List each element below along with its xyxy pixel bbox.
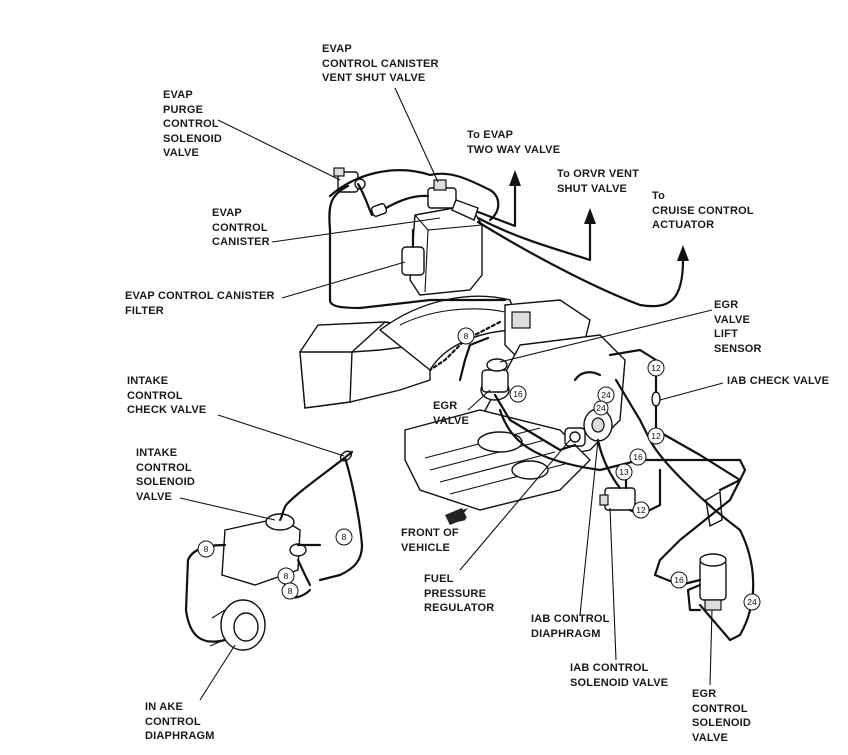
label-intake-control-solenoid: INTAKE CONTROL SOLENOID VALVE [136, 447, 196, 503]
fuel-pressure-regulator [564, 427, 586, 447]
svg-text:24: 24 [596, 403, 606, 413]
label-egr-control-solenoid: EGR CONTROL SOLENOID VALVE [692, 688, 752, 744]
svg-text:24: 24 [601, 390, 611, 400]
svg-text:8: 8 [464, 331, 469, 341]
label-iab-control-diaphragm: IAB CONTROL DIAPHRAGM [531, 613, 610, 640]
label-evap-vent-shut-valve: EVAP CONTROL CANISTER VENT SHUT VALVE [322, 43, 439, 84]
hose-number-circles: 8 16 24 12 12 16 13 12 [197, 327, 761, 611]
flow-arrows [445, 170, 689, 525]
label-iab-check-valve: IAB CHECK VALVE [727, 375, 830, 387]
hose-number-12-c: 12 [632, 501, 650, 519]
intake-manifold [404, 334, 626, 511]
label-to-cruise-control-actuator: To CRUISE CONTROL ACTUATOR [652, 190, 754, 231]
svg-text:16: 16 [674, 575, 684, 585]
svg-text:16: 16 [633, 452, 643, 462]
label-intake-control-diaphragm: IN AKE CONTROL DIAPHRAGM [145, 701, 215, 742]
evap-vent-shut-valve [427, 179, 479, 221]
svg-text:13: 13 [619, 467, 629, 477]
label-evap-purge-solenoid: EVAP PURGE CONTROL SOLENOID VALVE [163, 89, 223, 159]
arrow-to-cruise [677, 245, 689, 261]
label-to-orvr-vent-shut-valve: To ORVR VENT SHUT VALVE [557, 168, 640, 195]
label-iab-control-solenoid: IAB CONTROL SOLENOID VALVE [570, 662, 669, 689]
hose-number-16-a: 16 [509, 385, 527, 403]
intake-control-diaphragm [209, 599, 266, 651]
hose-number-8-e: 8 [281, 582, 299, 600]
hose-number-12-a: 12 [647, 359, 665, 377]
svg-text:16: 16 [513, 389, 523, 399]
evap-canister-filter [401, 228, 425, 276]
arrow-to-orvr [584, 208, 596, 224]
hose-number-8-d: 8 [277, 567, 295, 585]
leader-lines [179, 87, 724, 701]
svg-text:24: 24 [747, 597, 757, 607]
hose-number-8-a: 8 [457, 327, 475, 345]
label-fuel-pressure-regulator: FUEL PRESSURE REGULATOR [424, 573, 495, 614]
hose-number-16-b: 16 [629, 448, 647, 466]
hose-number-24-b: 24 [743, 593, 761, 611]
svg-text:8: 8 [288, 586, 293, 596]
egr-control-solenoid [699, 553, 727, 611]
label-to-evap-two-way-valve: To EVAP TWO WAY VALVE [467, 129, 561, 156]
svg-text:8: 8 [204, 544, 209, 554]
label-front-of-vehicle: FRONT OF VEHICLE [401, 527, 459, 554]
svg-text:12: 12 [651, 363, 661, 373]
label-evap-control-canister: EVAP CONTROL CANISTER [212, 207, 270, 248]
label-evap-canister-filter: EVAP CONTROL CANISTER FILTER [125, 290, 275, 317]
hose-number-8-c: 8 [197, 540, 215, 558]
evap-line-filter [370, 203, 388, 217]
hose-number-16-c: 16 [670, 571, 688, 589]
label-intake-control-check-valve: INTAKE CONTROL CHECK VALVE [127, 375, 207, 416]
hose-number-8-b: 8 [335, 528, 353, 546]
iab-check-valve [651, 391, 661, 407]
svg-text:8: 8 [342, 532, 347, 542]
hose-number-13: 13 [615, 463, 633, 481]
label-egr-valve-lift-sensor: EGR VALVE LIFT SENSOR [714, 299, 762, 355]
label-egr-valve: EGR VALVE [433, 400, 470, 427]
hose-number-24-c: 24 [593, 400, 609, 416]
iab-control-solenoid [599, 487, 636, 511]
arrow-to-evap-two-way [509, 170, 521, 186]
svg-text:12: 12 [651, 431, 661, 441]
svg-text:8: 8 [284, 571, 289, 581]
svg-text:12: 12 [636, 505, 646, 515]
hose-number-12-b: 12 [647, 427, 665, 445]
